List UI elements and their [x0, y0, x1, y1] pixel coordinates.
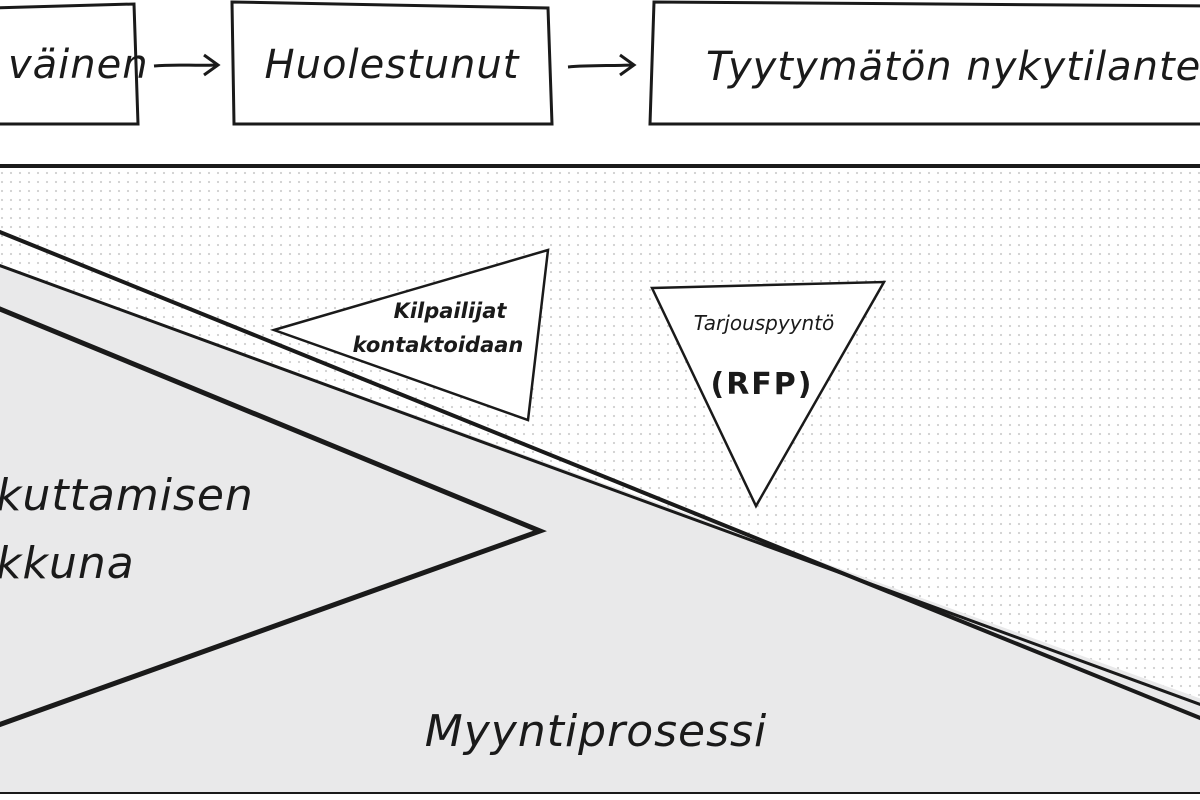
- competitors-triangle: Kilpailijat kontaktoidaan: [269, 248, 550, 422]
- rfp-code: (RFP): [710, 367, 813, 402]
- influence-window-triangle: kuttamisen kkuna: [0, 306, 547, 728]
- competitors-label-line1: Kilpailijat: [394, 299, 508, 323]
- stage-box-1: väinen: [0, 2, 149, 126]
- influence-window-line2: kkuna: [0, 538, 135, 589]
- stage-box-2: Huolestunut: [230, 0, 554, 126]
- arrow-1: [153, 53, 221, 77]
- rfp-triangle: Tarjouspyyntö (RFP): [650, 280, 887, 509]
- stage-3-label: Tyytymätön nykytilantees: [706, 44, 1200, 90]
- influence-window-line1: kuttamisen: [0, 470, 254, 521]
- sales-process-wedge: Myyntiprosessi: [0, 229, 1200, 792]
- stage-box-3: Tyytymätön nykytilantees: [648, 0, 1200, 126]
- competitors-label-line2: kontaktoidaan: [353, 333, 524, 357]
- arrow-2: [567, 53, 637, 77]
- stage-2-label: Huolestunut: [265, 42, 520, 88]
- rfp-label: Tarjouspyyntö: [694, 311, 835, 335]
- stage-1-label: väinen: [8, 42, 149, 88]
- sales-process-label: Myyntiprosessi: [425, 706, 767, 757]
